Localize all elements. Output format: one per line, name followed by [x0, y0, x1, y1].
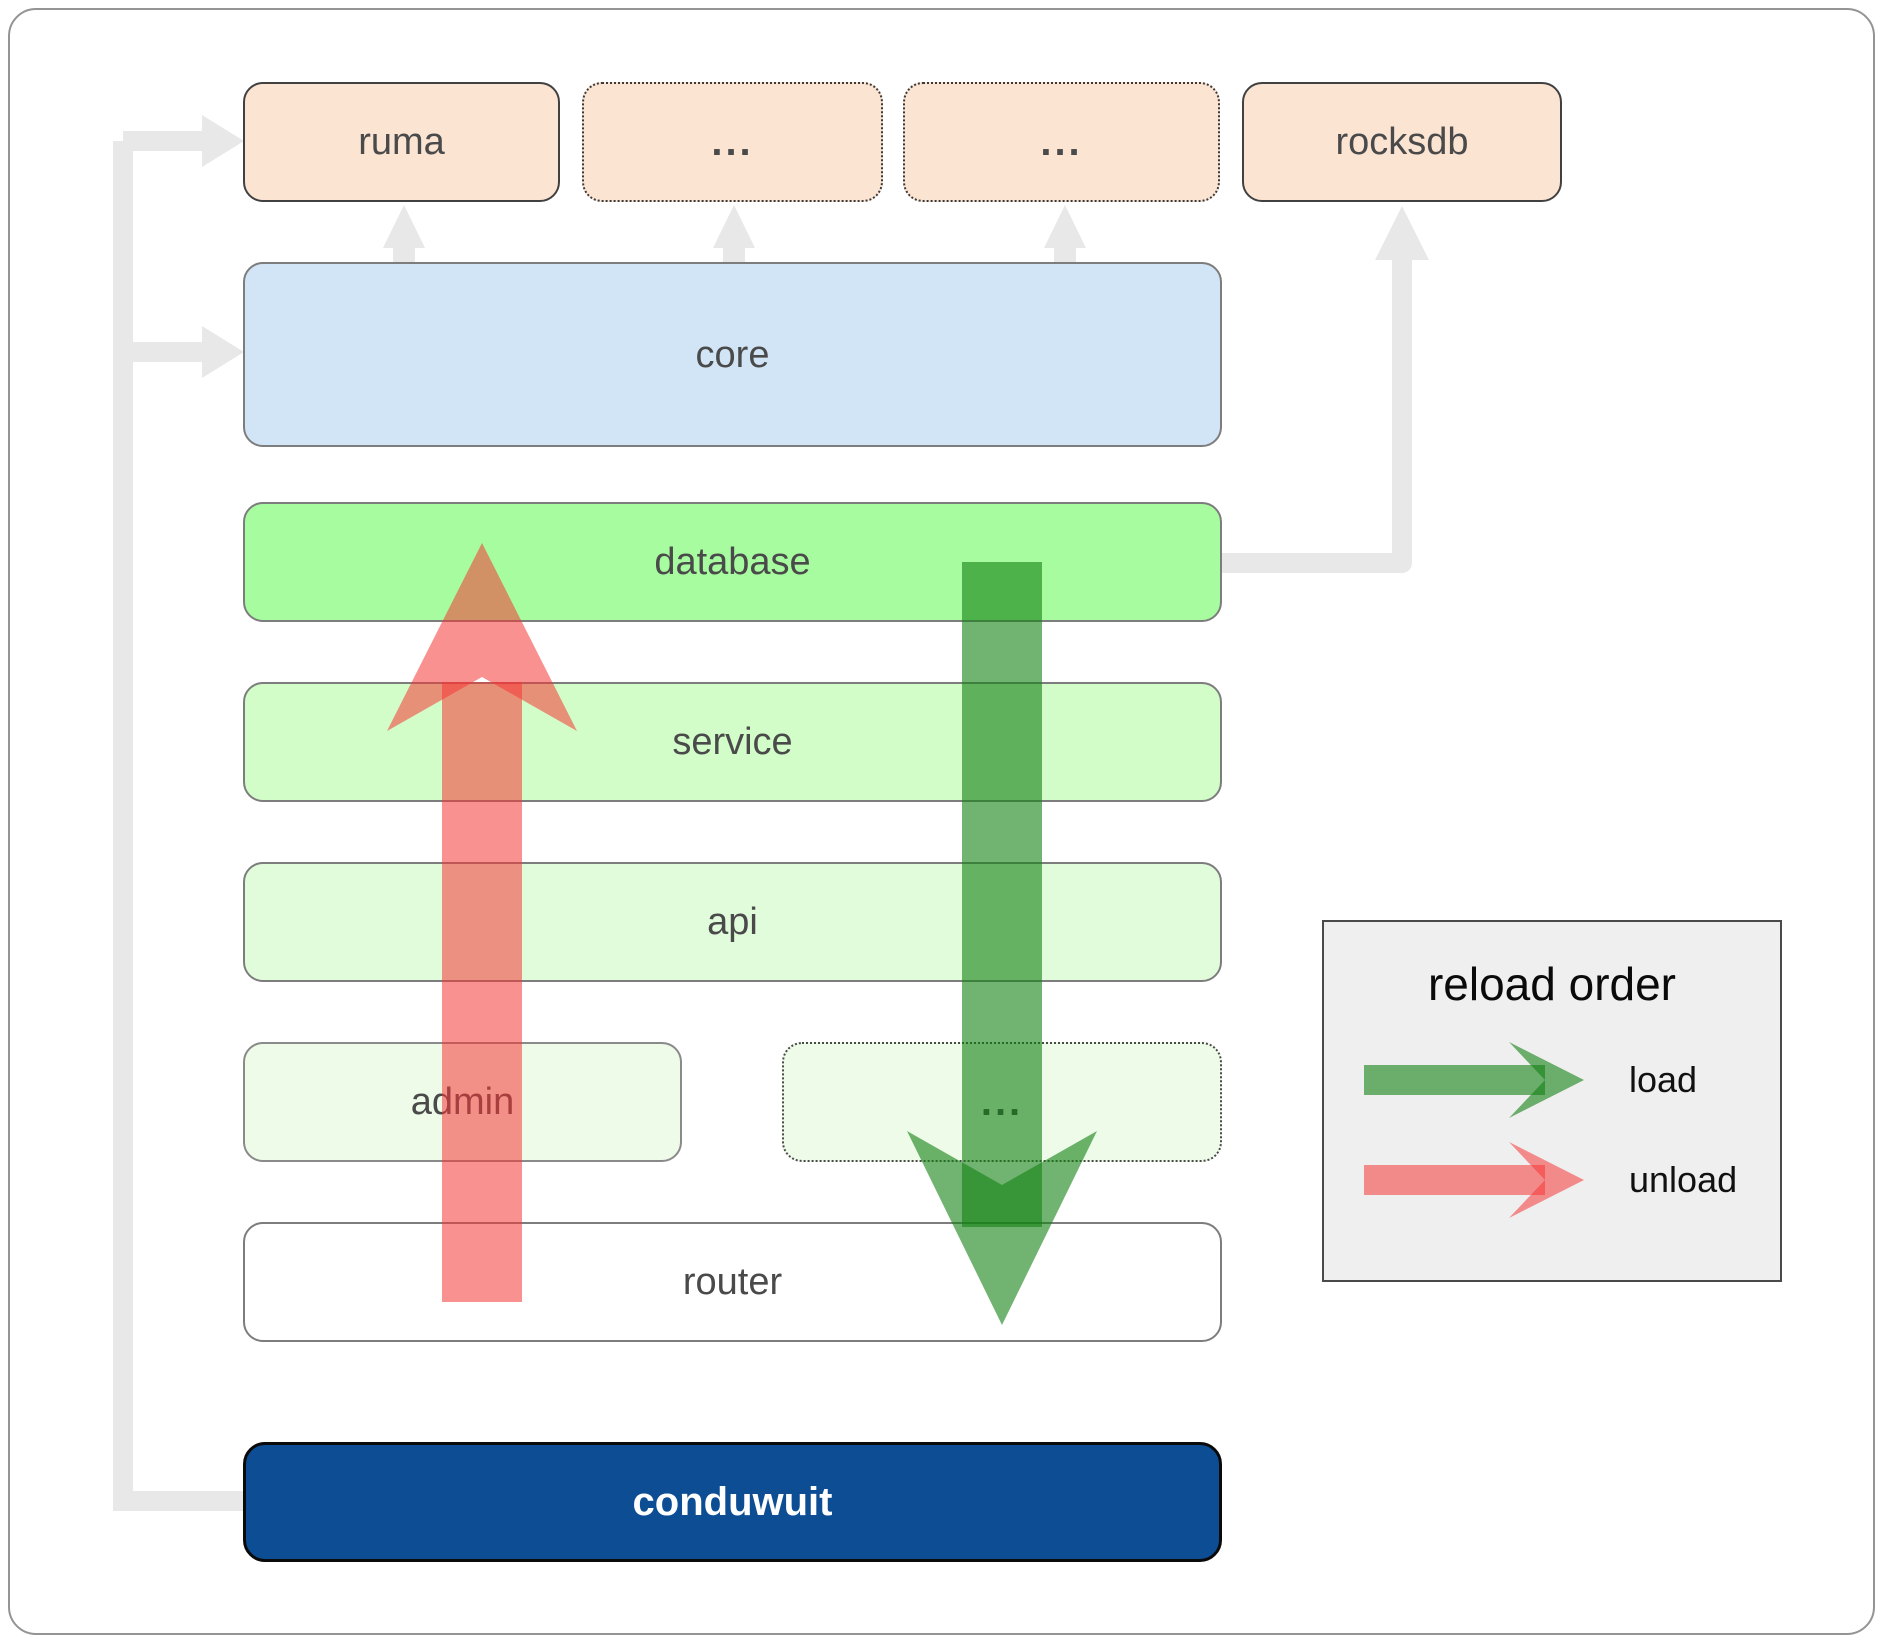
ellipsis-label: ...	[711, 120, 754, 164]
box-ruma: ruma	[243, 82, 560, 202]
core-to-dots2-line	[1054, 246, 1076, 264]
box-crates-ellipsis-2: ...	[903, 82, 1220, 202]
legend-unload-label: unload	[1629, 1159, 1738, 1200]
unload-arrow-icon	[1364, 1142, 1584, 1218]
legend-unload-row: unload	[1359, 1140, 1737, 1220]
layer-core-label: core	[695, 333, 770, 376]
layer-api: api	[243, 862, 1222, 982]
core-to-ruma-arrowhead-icon	[383, 205, 425, 248]
layer-router: router	[243, 1222, 1222, 1342]
layer-api-label: api	[707, 901, 758, 943]
layer-admin-label: admin	[410, 1081, 515, 1123]
box-services-ellipsis: ...	[782, 1042, 1222, 1162]
core-to-ruma-line	[393, 246, 415, 264]
box-crates-ellipsis-1: ...	[582, 82, 883, 202]
conduwuit-to-ruma-arrowhead-icon	[202, 115, 244, 167]
database-to-rocksdb-arrowhead-icon	[1375, 206, 1429, 260]
box-rocksdb-label: rocksdb	[1335, 121, 1469, 163]
conduwuit-dependency-line	[113, 141, 243, 1511]
layer-service-label: service	[672, 721, 793, 763]
layer-router-label: router	[682, 1261, 783, 1303]
box-rocksdb: rocksdb	[1242, 82, 1562, 202]
legend: reload order load unload	[1322, 920, 1782, 1282]
box-conduwuit-label: conduwuit	[632, 1480, 833, 1524]
core-to-dots1-arrowhead-icon	[713, 205, 755, 248]
layer-admin: admin	[243, 1042, 682, 1162]
box-conduwuit: conduwuit	[243, 1442, 1222, 1562]
load-arrow-icon	[1364, 1042, 1584, 1118]
box-ruma-label: ruma	[358, 121, 445, 163]
ellipsis-label: ...	[1040, 120, 1083, 164]
outer-frame	[8, 8, 1875, 1635]
conduwuit-to-core-arrowhead-icon	[202, 326, 244, 378]
core-to-dots2-arrowhead-icon	[1044, 205, 1086, 248]
layer-core: core	[243, 262, 1222, 447]
legend-load-row: load	[1359, 1040, 1697, 1120]
legend-title: reload order	[1427, 958, 1677, 1010]
layer-database-label: database	[654, 541, 811, 583]
database-to-rocksdb-line	[1222, 258, 1412, 573]
layer-database: database	[243, 502, 1222, 622]
ellipsis-label: ...	[980, 1080, 1024, 1124]
layer-service: service	[243, 682, 1222, 802]
core-to-dots1-line	[723, 246, 745, 264]
legend-load-label: load	[1629, 1059, 1698, 1100]
